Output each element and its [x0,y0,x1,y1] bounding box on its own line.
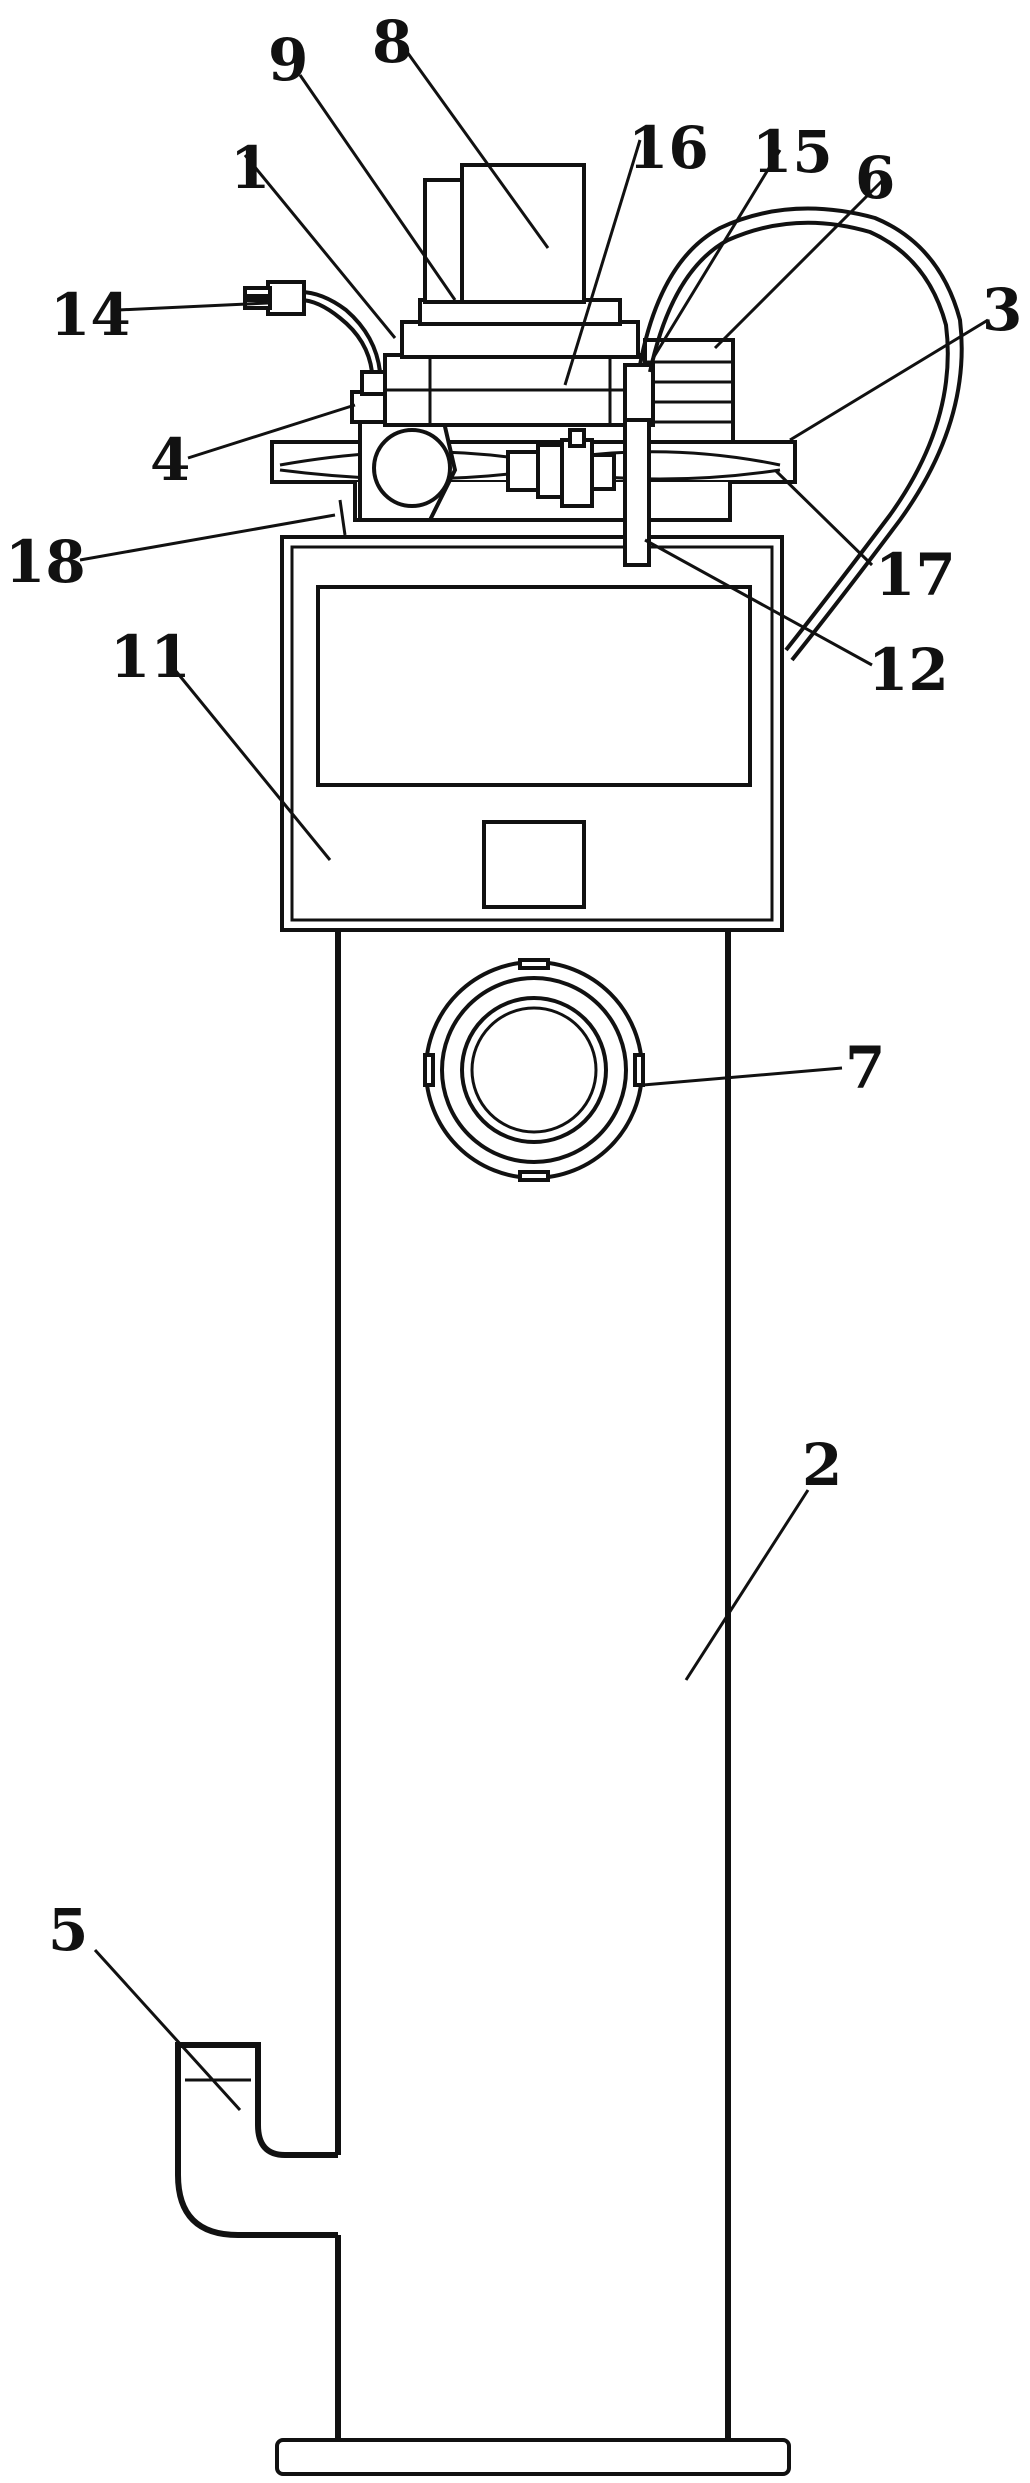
coil-housing [623,338,735,444]
label-7: 7 [845,1034,885,1102]
display-screen [316,585,752,787]
label-8: 8 [372,8,412,76]
label-11: 11 [110,623,191,691]
label-1: 1 [230,134,270,202]
label-15: 15 [752,118,833,186]
sight-window [423,958,645,1182]
label-12: 12 [868,636,949,704]
main-column [335,930,731,2440]
fittings [506,428,616,508]
label-16: 16 [628,114,709,182]
outlet-pipe [175,2042,338,2238]
label-4: 4 [150,426,190,494]
label-3: 3 [982,276,1022,344]
hoses [638,206,964,662]
reference-labels: 1 2 3 4 5 6 7 8 9 11 12 14 15 16 17 18 [5,8,1022,1964]
label-5: 5 [48,1896,88,1964]
base-plate [275,2438,791,2476]
label-18: 18 [5,528,86,596]
control-box [280,535,784,932]
label-14: 14 [50,281,131,349]
label-17: 17 [875,541,956,609]
label-9: 9 [268,26,308,94]
label-6: 6 [855,144,895,212]
label-2: 2 [802,1431,842,1499]
motor-assembly [383,163,657,427]
control-button [482,820,586,909]
motor-flange [400,320,640,359]
probe-tube [623,418,651,567]
leader-lines [79,44,989,2112]
motor-8 [460,163,586,304]
